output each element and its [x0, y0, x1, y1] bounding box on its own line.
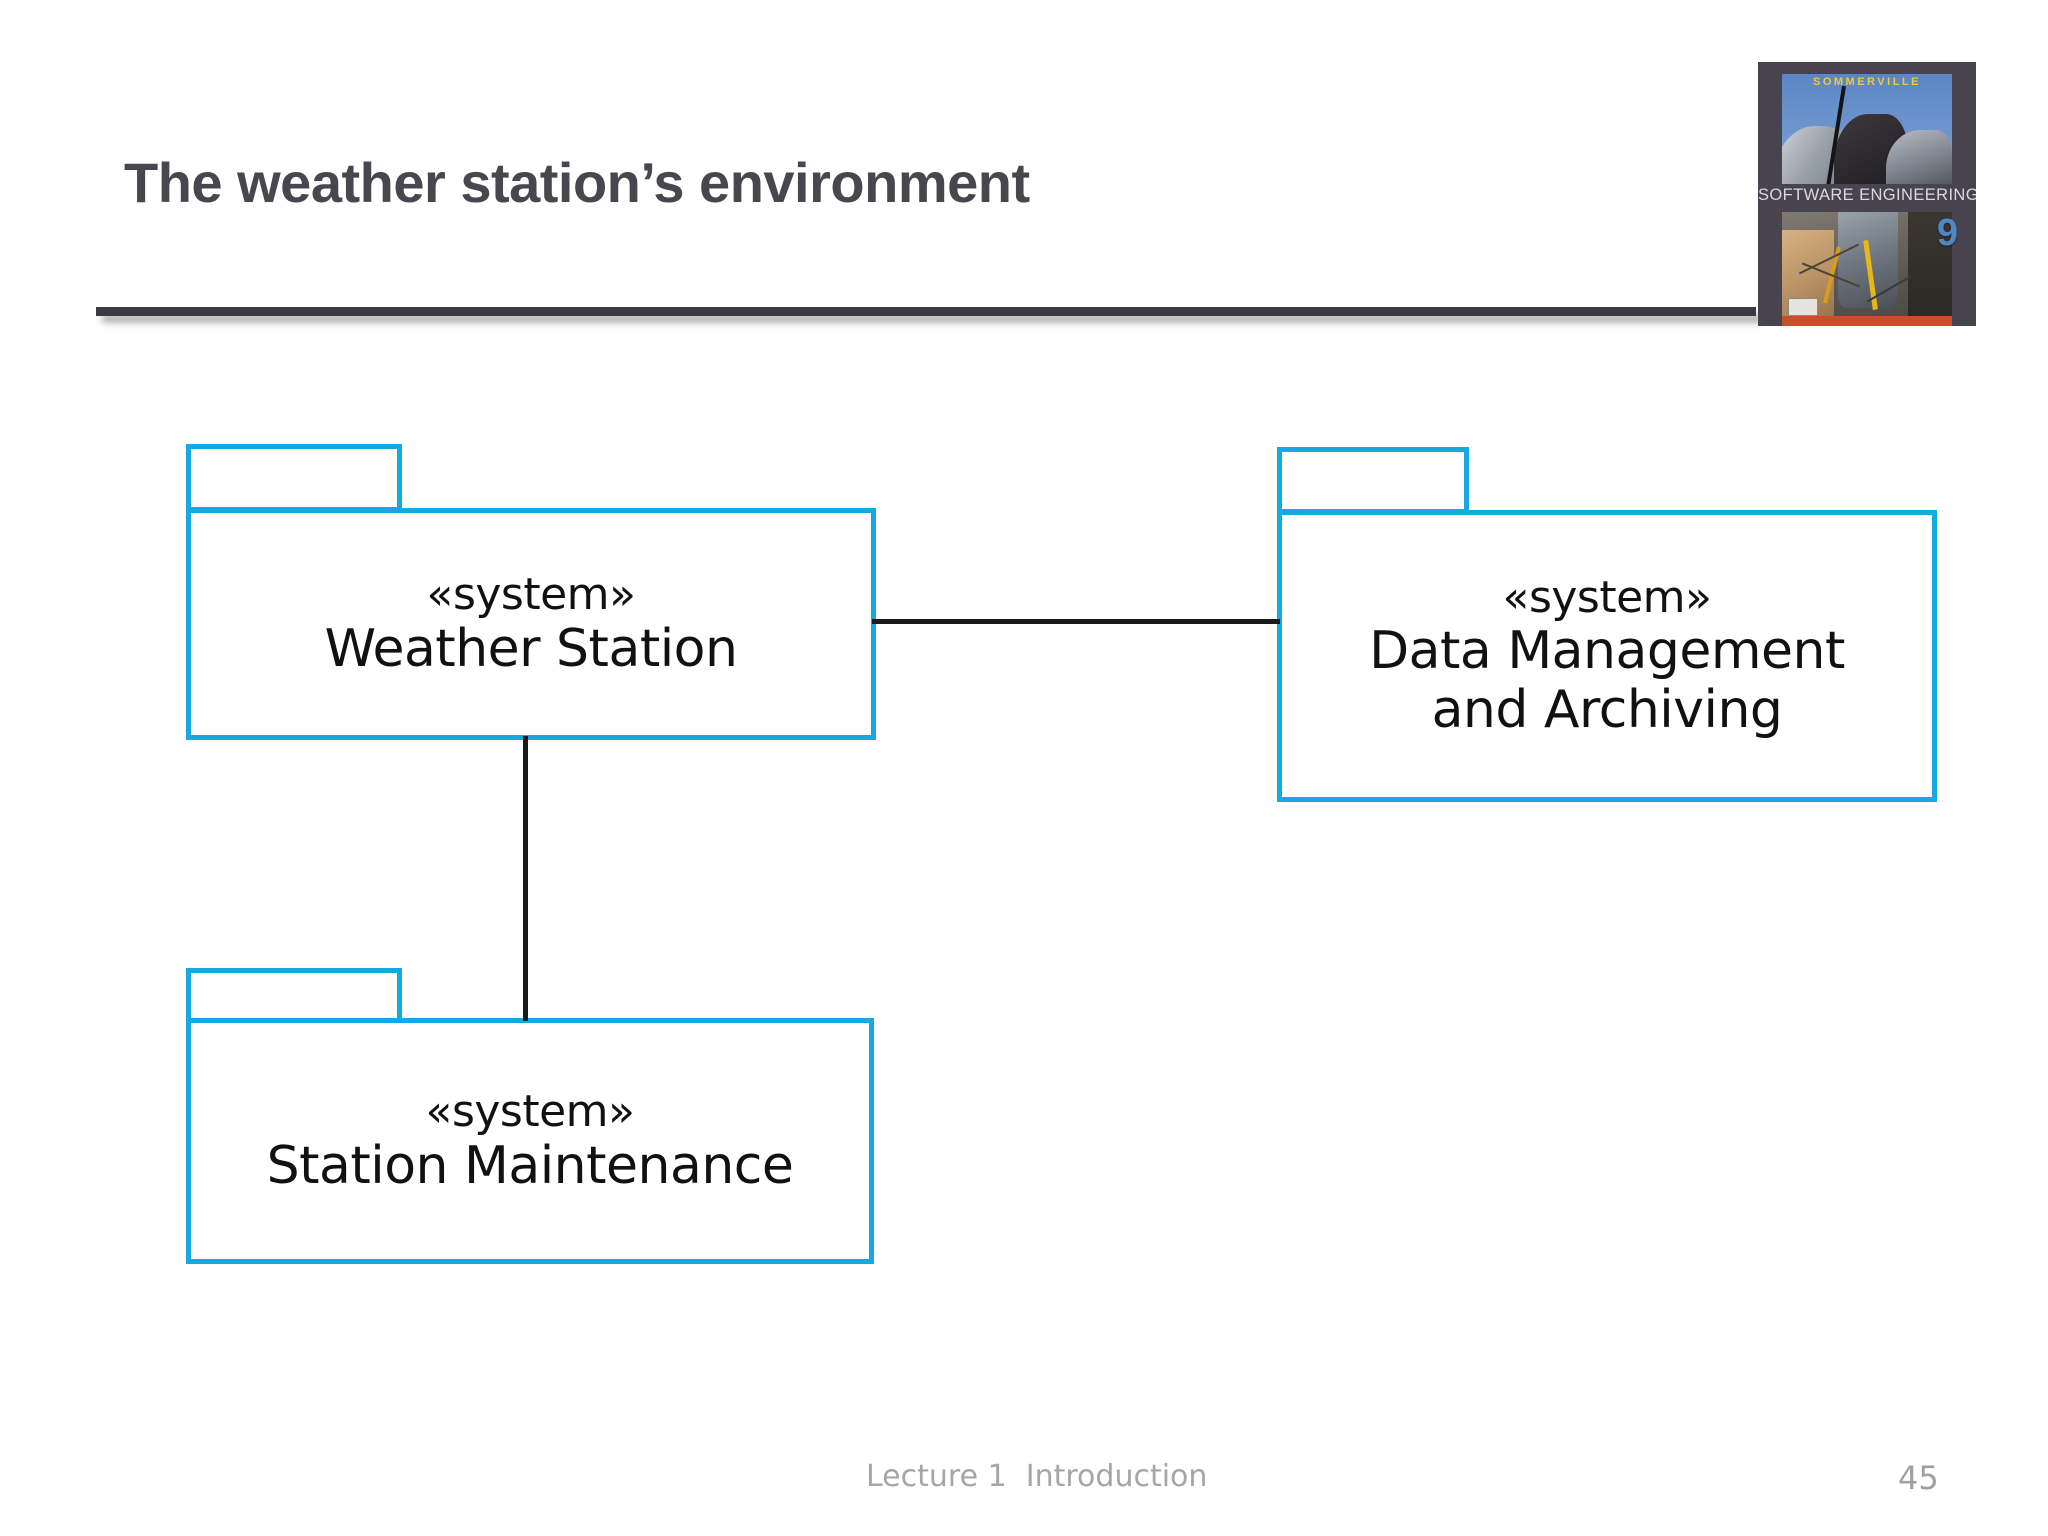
package-tab-weather-station — [186, 444, 402, 512]
package-name-line-1: Data Management — [1369, 621, 1845, 682]
connector-weather-station-to-station-maintenance — [523, 736, 528, 1021]
book-cover-edition-number: 9 — [1936, 212, 1958, 254]
package-body-station-maintenance: «system» Station Maintenance — [186, 1018, 874, 1264]
package-stereotype: «system» — [426, 569, 636, 621]
book-cover-construction-photo — [1782, 212, 1952, 326]
book-cover-photo-ground — [1782, 316, 1952, 326]
title-divider — [96, 307, 1756, 316]
package-body-data-management-and-archiving: «system» Data Management and Archiving — [1277, 510, 1937, 802]
book-cover-building-right — [1886, 130, 1952, 184]
package-tab-station-maintenance — [186, 968, 402, 1023]
package-name-line-2: and Archiving — [1431, 679, 1783, 740]
book-cover-photo-dark-panel — [1908, 212, 1952, 326]
package-name: Weather Station — [324, 618, 738, 679]
book-cover-photo-truck — [1788, 298, 1818, 316]
page-title: The weather station’s environment — [124, 151, 1030, 214]
book-cover-series-title: SOFTWARE ENGINEERING — [1758, 186, 1976, 204]
book-cover-author: SOMMERVILLE — [1813, 76, 1921, 88]
package-stereotype: «system» — [425, 1086, 635, 1138]
connector-weather-station-to-data-management — [872, 619, 1280, 624]
book-cover-image: SOMMERVILLE SOFTWARE ENGINEERING 9 — [1758, 62, 1976, 326]
footer-page-number: 45 — [1898, 1459, 1939, 1497]
book-cover-sky-photo — [1782, 74, 1952, 184]
package-body-weather-station: «system» Weather Station — [186, 508, 876, 740]
footer-lecture-label: Lecture 1 Introduction — [866, 1459, 1208, 1494]
package-stereotype: «system» — [1502, 572, 1712, 624]
package-tab-data-management-and-archiving — [1277, 447, 1469, 514]
book-cover-title-band — [1758, 184, 1976, 212]
package-name: Station Maintenance — [266, 1135, 794, 1196]
